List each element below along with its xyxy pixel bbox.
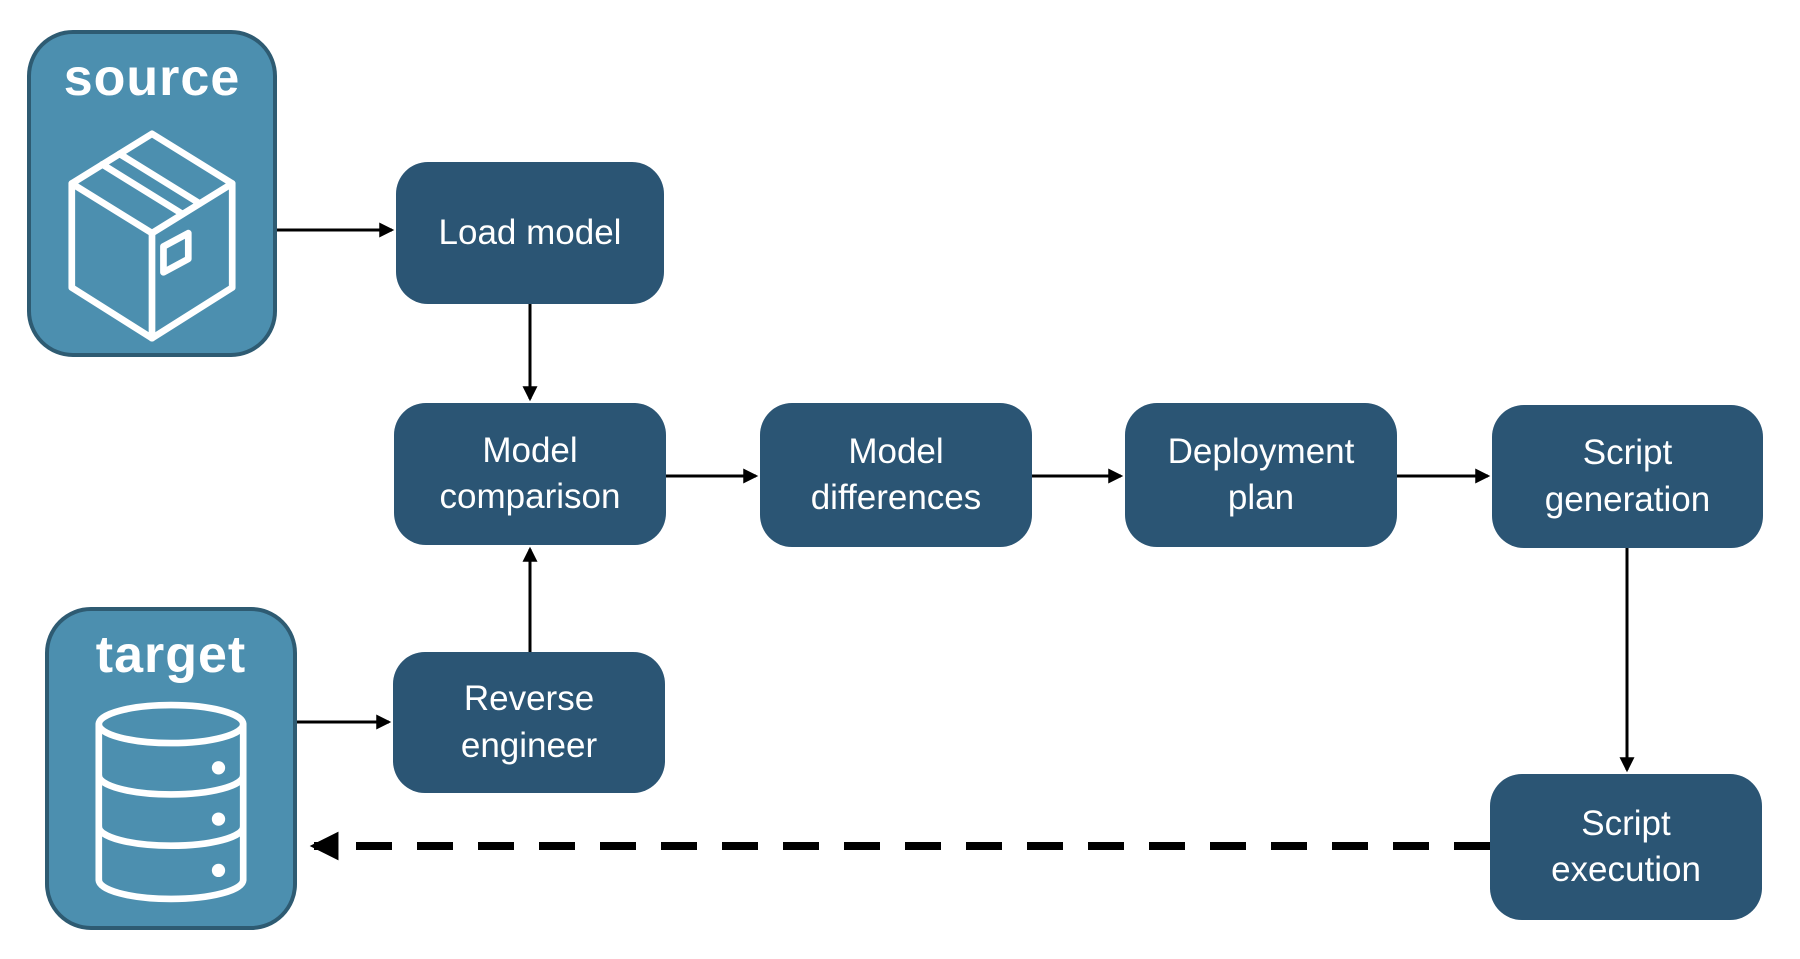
node-reverse-engineer: Reverse engineer: [393, 652, 665, 793]
node-load-model-label: Load model: [438, 212, 622, 252]
node-model-comparison: Model comparison: [394, 403, 666, 545]
node-model-comparison-label: Model comparison: [439, 430, 621, 516]
node-model-differences: Model differences: [760, 403, 1032, 547]
node-load-model: Load model: [396, 162, 664, 304]
target-label: target: [95, 626, 247, 684]
source-node: source: [27, 30, 277, 357]
node-deployment-plan: Deployment plan: [1125, 403, 1397, 547]
node-script-execution-label: Script execution: [1551, 803, 1701, 889]
node-reverse-engineer-label: Reverse engineer: [460, 679, 598, 765]
database-icon: [95, 701, 247, 903]
node-script-execution: Script execution: [1490, 774, 1762, 920]
node-model-differences-label: Model differences: [810, 431, 982, 517]
node-deployment-plan-label: Deployment plan: [1167, 431, 1355, 517]
target-node: target: [45, 607, 297, 930]
node-script-generation: Script generation: [1492, 405, 1763, 548]
source-label: source: [63, 49, 241, 107]
node-script-generation-label: Script generation: [1544, 433, 1711, 519]
package-icon: [68, 130, 236, 342]
